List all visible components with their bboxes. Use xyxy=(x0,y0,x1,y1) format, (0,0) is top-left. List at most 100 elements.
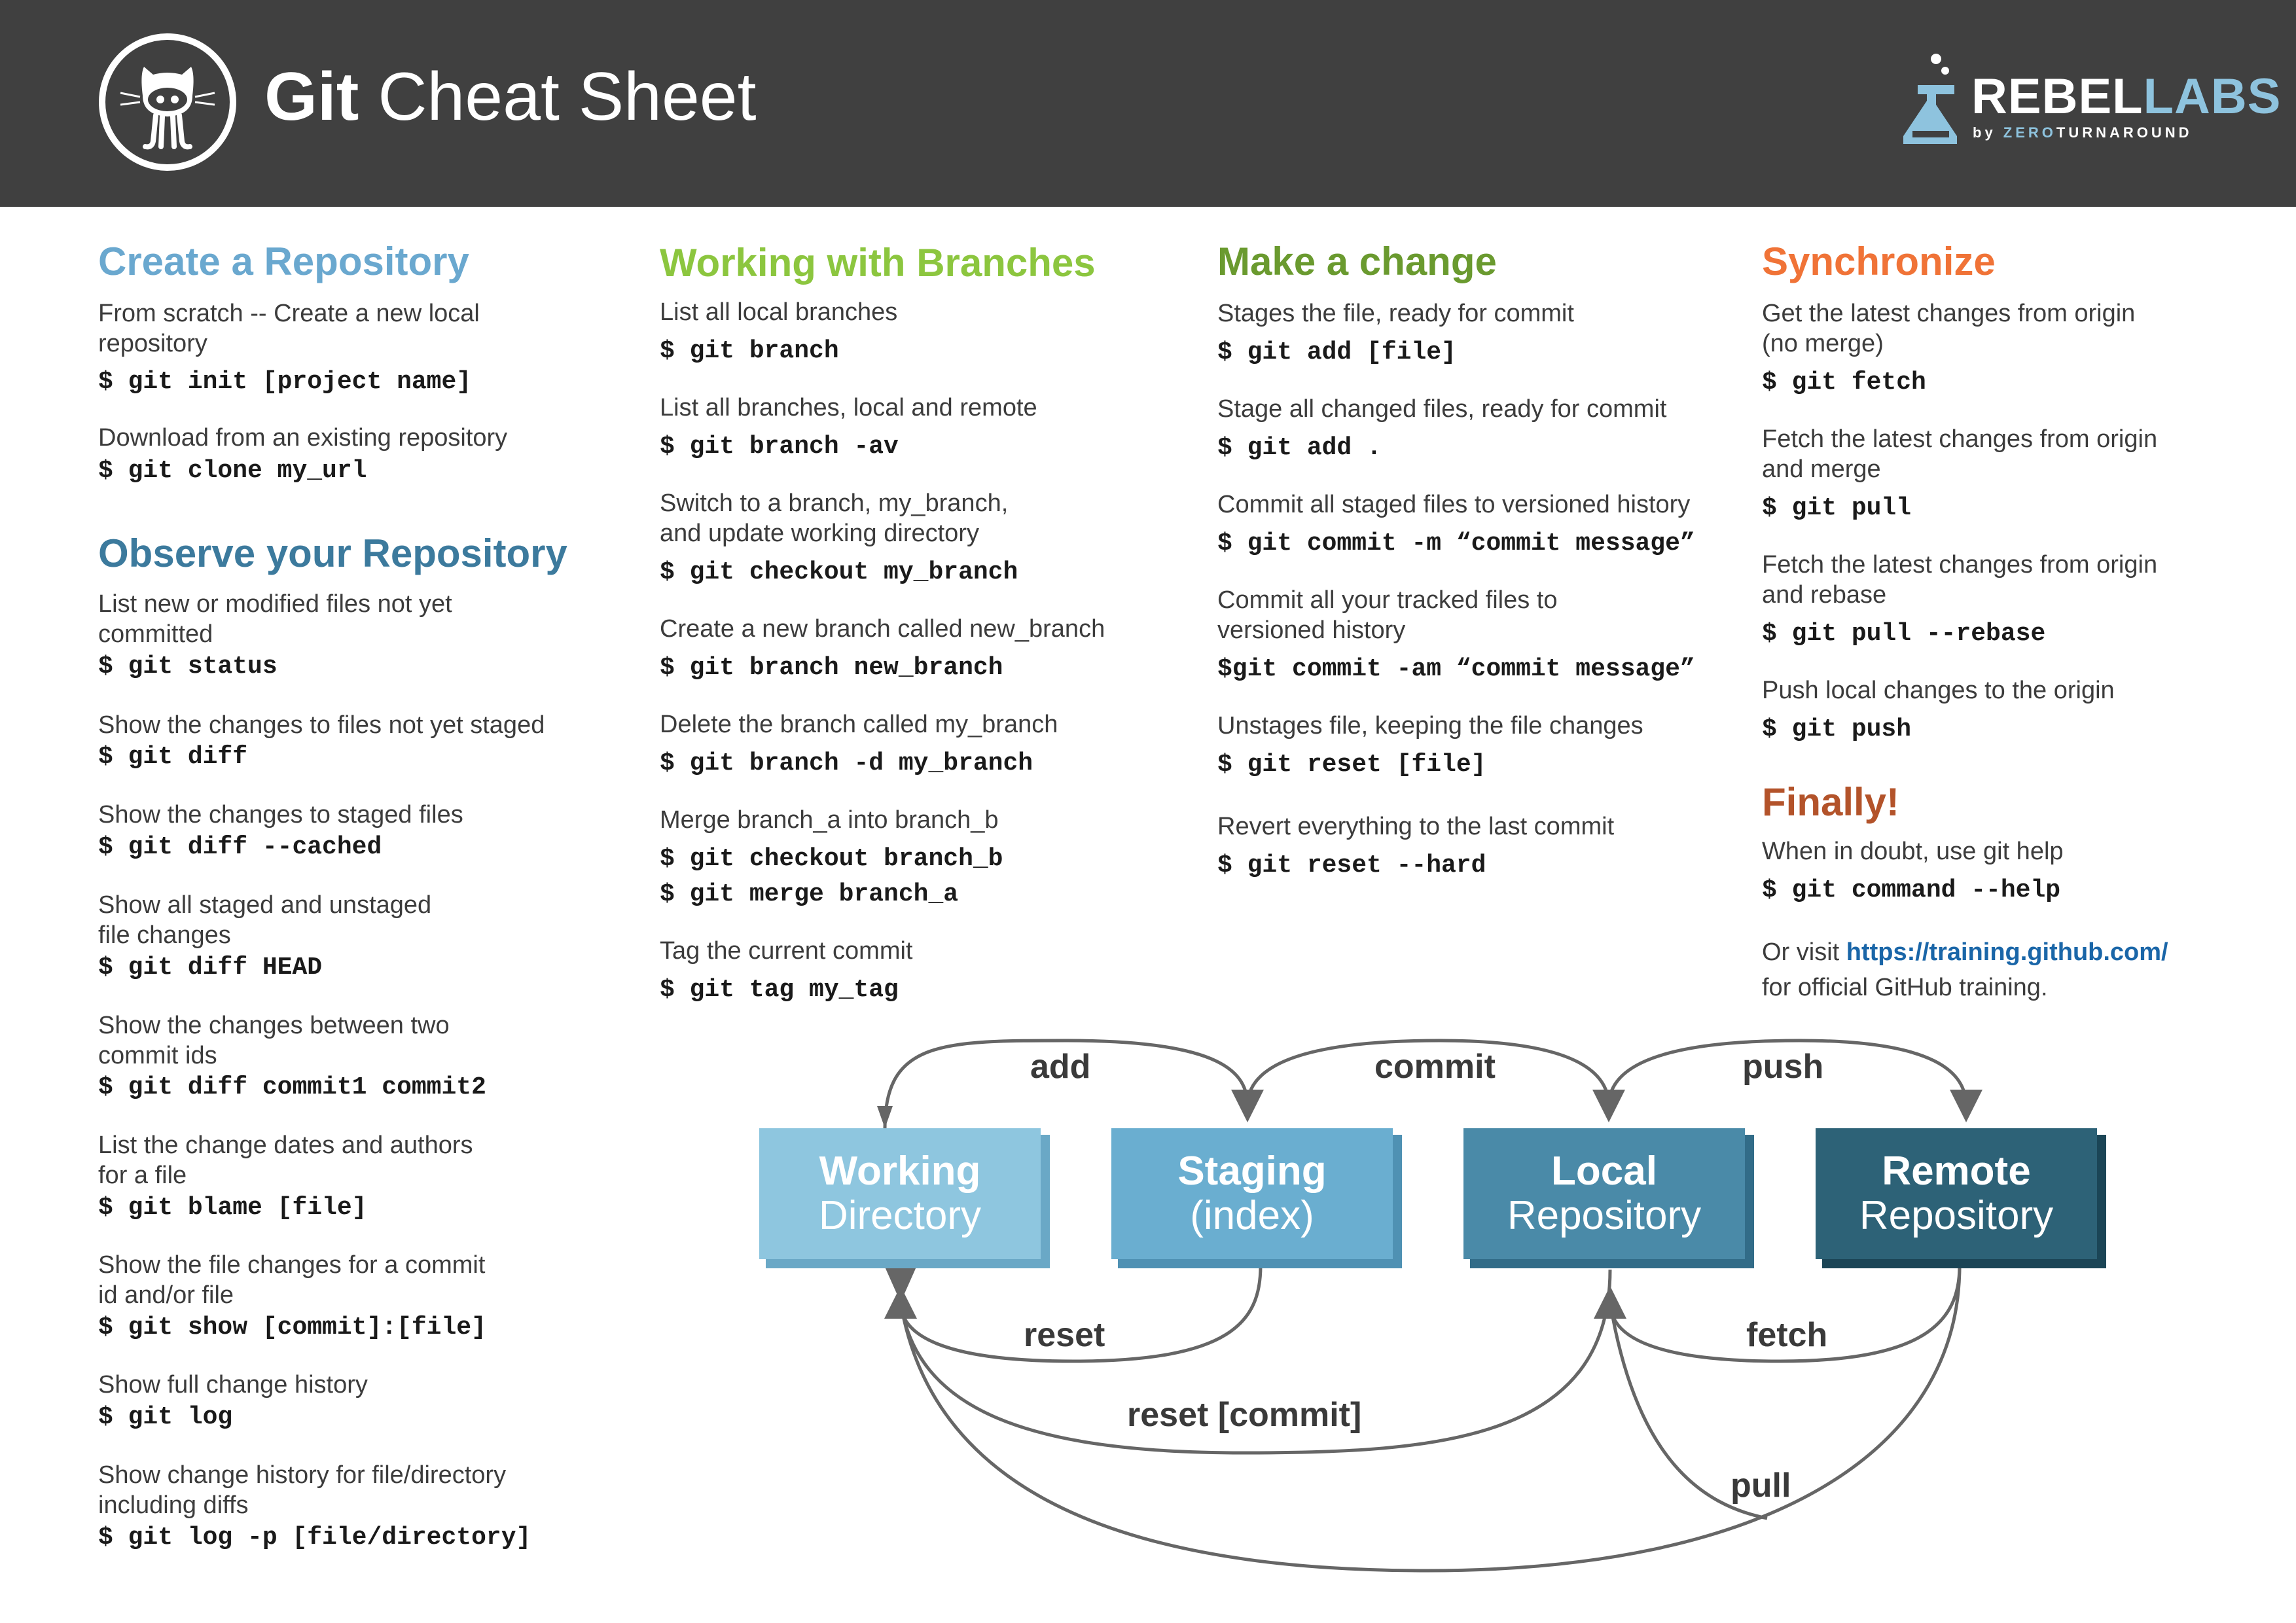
box-local-edge-bottom xyxy=(1470,1259,1754,1268)
branch-item-1-desc-1: List all local branches xyxy=(660,298,898,326)
label-reset: reset xyxy=(1024,1316,1105,1354)
observe-item-5-cmd: $ git diff commit1 commit2 xyxy=(98,1073,486,1101)
create-item-2-cmd: $ git clone my_url xyxy=(98,457,367,485)
box-remote-edge-bottom xyxy=(1822,1259,2106,1268)
observe-item-6-desc-1: List the change dates and authors xyxy=(98,1132,473,1159)
observe-item-3-cmd: $ git diff --cached xyxy=(98,833,382,861)
change-item-4-desc-1: Commit all your tracked files to xyxy=(1217,586,1558,614)
box-working-directory: Working Directory xyxy=(759,1128,1050,1268)
branch-item-7-cmd: $ git tag my_tag xyxy=(660,976,899,1004)
sync-item-3-cmd: $ git pull --rebase xyxy=(1762,620,2046,648)
branch-item-3-desc-1: Switch to a branch, my_branch, xyxy=(660,490,1009,517)
observe-item-8-cmd: $ git log xyxy=(98,1403,233,1431)
change-item-4-cmd: $git commit -am “commit message” xyxy=(1217,655,1695,683)
create-item-1-cmd: $ git init [project name] xyxy=(98,368,472,396)
finally-visit-prefix: Or visit xyxy=(1762,938,1846,966)
arrowhead-working-bottom xyxy=(885,1267,916,1302)
observe-item-1-cmd: $ git status xyxy=(98,652,278,681)
heading-create-repository: Create a Repository xyxy=(98,240,469,283)
label-fetch: fetch xyxy=(1746,1316,1828,1354)
sync-item-4-cmd: $ git push xyxy=(1762,715,1912,743)
box-local-face: Local Repository xyxy=(1463,1128,1745,1259)
sync-item-2-cmd: $ git pull xyxy=(1762,494,1912,522)
label-commit: commit xyxy=(1374,1048,1496,1086)
observe-item-6-cmd: $ git blame [file] xyxy=(98,1194,367,1222)
branch-item-5-cmd: $ git branch -d my_branch xyxy=(660,749,1033,777)
change-item-2-cmd: $ git add . xyxy=(1217,434,1382,462)
observe-item-5-desc-1: Show the changes between two xyxy=(98,1012,450,1039)
change-item-5-desc-1: Unstages file, keeping the file changes xyxy=(1217,712,1643,740)
sync-item-3-desc-1: Fetch the latest changes from origin xyxy=(1762,551,2158,579)
observe-item-9-desc-2: including diffs xyxy=(98,1491,249,1519)
sync-item-1-desc-2: (no merge) xyxy=(1762,330,1884,357)
branch-item-6-cmd: $ git checkout branch_b xyxy=(660,845,1003,873)
observe-item-1-desc-1: List new or modified files not yet xyxy=(98,590,452,618)
heading-finally: Finally! xyxy=(1762,780,1900,824)
label-reset-commit: reset [commit] xyxy=(1127,1396,1362,1434)
observe-item-8-desc-1: Show full change history xyxy=(98,1371,368,1399)
box-remote-edge-right xyxy=(2097,1135,2106,1266)
branch-item-7-desc-1: Tag the current commit xyxy=(660,937,913,965)
box-working-subtitle: Directory xyxy=(818,1193,982,1238)
box-working-edge-right xyxy=(1041,1135,1050,1266)
box-staging-edge-bottom xyxy=(1118,1259,1402,1268)
box-local-subtitle: Repository xyxy=(1507,1193,1702,1238)
box-local-edge-right xyxy=(1745,1135,1754,1266)
branch-item-6-desc-1: Merge branch_a into branch_b xyxy=(660,806,999,834)
change-item-3-desc-1: Commit all staged files to versioned his… xyxy=(1217,491,1691,518)
branch-item-1-cmd: $ git branch xyxy=(660,337,839,365)
observe-item-7-desc-2: id and/or file xyxy=(98,1281,234,1309)
branch-item-4-desc-1: Create a new branch called new_branch xyxy=(660,615,1105,643)
create-item-1-desc-1: From scratch -- Create a new local xyxy=(98,300,480,327)
observe-item-9-desc-1: Show change history for file/directory xyxy=(98,1461,507,1489)
branch-item-3-desc-2: and update working directory xyxy=(660,520,979,547)
training-link[interactable]: https://training.github.com/ xyxy=(1846,938,2168,966)
box-staging-face: Staging (index) xyxy=(1111,1128,1393,1259)
heading-working-with-branches: Working with Branches xyxy=(660,241,1096,285)
box-remote-subtitle: Repository xyxy=(1859,1193,2054,1238)
box-staging-edge-right xyxy=(1393,1135,1402,1266)
heading-make-a-change: Make a change xyxy=(1217,240,1497,283)
observe-item-1-desc-2: committed xyxy=(98,620,213,648)
observe-item-9-cmd: $ git log -p [file/directory] xyxy=(98,1524,531,1552)
arrow-pull xyxy=(899,1265,1962,1573)
sync-item-4-desc-1: Push local changes to the origin xyxy=(1762,677,2115,704)
observe-item-4-desc-2: file changes xyxy=(98,921,231,949)
heading-synchronize: Synchronize xyxy=(1762,240,1996,283)
change-item-2-desc-1: Stage all changed files, ready for commi… xyxy=(1217,395,1667,423)
observe-item-3-desc-1: Show the changes to staged files xyxy=(98,801,463,829)
github-octocat-icon xyxy=(99,33,236,171)
change-item-1-desc-1: Stages the file, ready for commit xyxy=(1217,300,1574,327)
branch-item-2-desc-1: List all branches, local and remote xyxy=(660,394,1037,421)
sync-item-1-cmd: $ git fetch xyxy=(1762,368,1926,397)
header-bar: Git Cheat Sheet REBELLABS by ZEROTURNARO… xyxy=(0,0,2296,207)
branch-item-6-cmd-2: $ git merge branch_a xyxy=(660,880,959,908)
branch-item-4-cmd: $ git branch new_branch xyxy=(660,654,1003,682)
box-staging-subtitle: (index) xyxy=(1190,1193,1314,1238)
observe-item-2-cmd: $ git diff xyxy=(98,743,248,771)
flask-icon xyxy=(1903,54,1957,144)
box-local-title: Local xyxy=(1551,1149,1657,1194)
label-add: add xyxy=(1030,1048,1091,1086)
rebellabs-logo: REBELLABS by ZEROTURNAROUND xyxy=(1898,52,2280,151)
change-item-6-cmd: $ git reset --hard xyxy=(1217,851,1486,880)
finally-visit-suffix: for official GitHub training. xyxy=(1762,974,2048,1001)
finally-cmd: $ git command --help xyxy=(1762,876,2061,904)
heading-observe-repository: Observe your Repository xyxy=(98,531,567,575)
create-item-2-desc-1: Download from an existing repository xyxy=(98,424,508,452)
box-local-repository: Local Repository xyxy=(1463,1128,1754,1268)
box-remote-face: Remote Repository xyxy=(1816,1128,2097,1259)
finally-desc: When in doubt, use git help xyxy=(1762,838,2064,865)
change-item-6-desc-1: Revert everything to the last commit xyxy=(1217,813,1615,840)
box-staging-index: Staging (index) xyxy=(1111,1128,1402,1268)
change-item-3-cmd: $ git commit -m “commit message” xyxy=(1217,529,1695,558)
box-staging-title: Staging xyxy=(1177,1149,1327,1194)
rebellabs-wordmark: REBELLABS xyxy=(1971,69,2282,124)
box-remote-title: Remote xyxy=(1882,1149,2031,1194)
branch-item-3-cmd: $ git checkout my_branch xyxy=(660,558,1018,586)
sync-item-3-desc-2: and rebase xyxy=(1762,581,1887,609)
box-remote-repository: Remote Repository xyxy=(1816,1128,2106,1268)
change-item-1-cmd: $ git add [file] xyxy=(1217,338,1456,366)
page-title: Git Cheat Sheet xyxy=(264,59,757,135)
box-working-face: Working Directory xyxy=(759,1128,1041,1259)
